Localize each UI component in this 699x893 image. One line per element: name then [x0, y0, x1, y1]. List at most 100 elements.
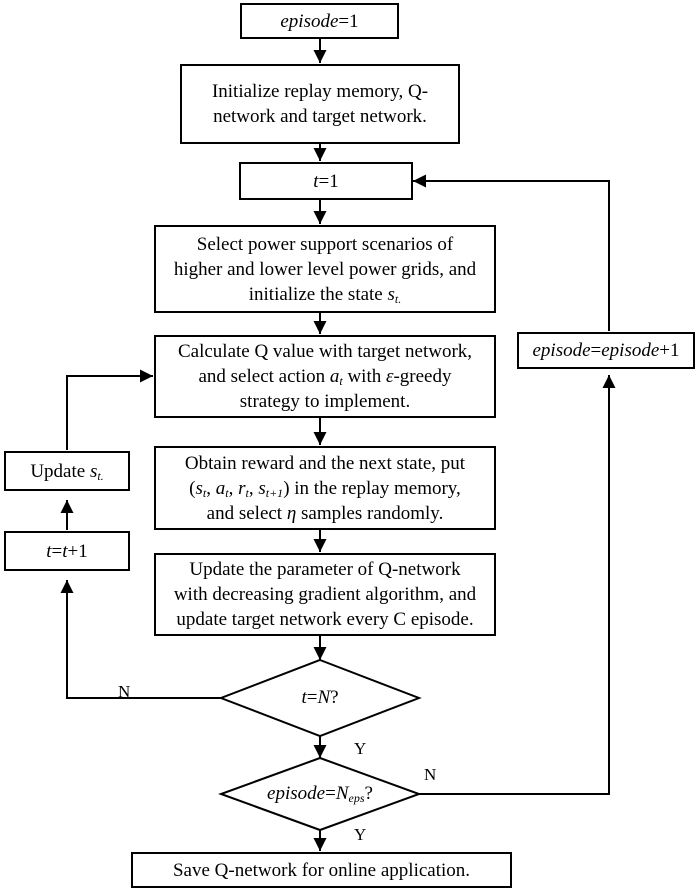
t-init-line: t=1: [313, 169, 339, 194]
episode-init-line: episode=1: [280, 9, 358, 34]
decision-episode-yes-label: Y: [354, 825, 367, 844]
decision-episode-label: episode=Neps?: [221, 777, 419, 811]
decision-episode-diamond: [218, 756, 422, 832]
select-scenarios-box: Select power support scenarios of higher …: [154, 225, 496, 313]
label-run: Calculate Q value with target network,: [177, 341, 473, 362]
label-run: s: [387, 283, 395, 305]
select-scenarios-line: initialize the state st.: [249, 282, 402, 307]
decision-t-label: t=N?: [221, 681, 419, 715]
label-run: s: [195, 477, 203, 499]
label-run: higher and lower level power grids, and: [173, 258, 477, 280]
label-run: t+1: [265, 485, 284, 500]
t-init-box: t=1: [239, 162, 413, 200]
label-run: with decreasing gradient algorithm, and: [173, 584, 477, 605]
label-run: t.: [97, 468, 104, 483]
label-run: +1: [659, 340, 680, 361]
obtain-reward-line: and select η samples randomly.: [207, 501, 444, 526]
update-param-line: with decreasing gradient algorithm, and: [174, 582, 476, 607]
initialize-box: Initialize replay memory, Q-network and …: [180, 64, 460, 144]
label-run: eps: [348, 791, 365, 805]
episode-init-box: episode=1: [240, 3, 399, 39]
label-run: ,: [248, 477, 259, 499]
label-run: episode: [532, 340, 591, 361]
label-run: -greedy: [393, 366, 452, 387]
decision-t-no-label: N: [118, 682, 131, 701]
edge-decision-t-no: [60, 580, 221, 699]
label-run: network and target network.: [213, 106, 427, 127]
label-run: a: [215, 477, 226, 499]
t-increment-box: t=t+1: [4, 531, 130, 571]
label-run: ) in the replay memory,: [283, 477, 461, 499]
save-q-network-box: Save Q-network for online application.: [131, 852, 512, 888]
obtain-reward-line: Obtain reward and the next state, put: [185, 451, 465, 476]
label-run: =: [51, 540, 63, 562]
label-run: =1: [318, 170, 339, 192]
label-run: ,: [206, 477, 216, 499]
label-run: and select action: [198, 366, 330, 387]
update-param-line: update target network every C episode.: [176, 607, 473, 632]
label-run: t: [62, 540, 68, 562]
update-param-line: Update the parameter of Q-network: [189, 557, 460, 582]
select-scenarios-line: Select power support scenarios of: [197, 232, 453, 257]
label-run: ε: [385, 366, 394, 387]
label-run: N: [335, 783, 349, 804]
label-run: ,: [228, 477, 239, 499]
calculate-q-line: strategy to implement.: [240, 389, 410, 414]
label-run: samples randomly.: [296, 502, 444, 524]
label-run: Initialize replay memory, Q-: [211, 81, 429, 102]
label-run: s: [258, 477, 266, 499]
decision-t-diamond: [218, 658, 422, 738]
update-s-line: Update st.: [30, 459, 103, 484]
label-run: t.: [394, 291, 402, 306]
label-run: N: [317, 687, 331, 708]
label-run: r: [238, 477, 246, 499]
label-run: a: [329, 366, 340, 387]
label-run: s: [89, 460, 98, 482]
edge-update-s-to-calculate: [66, 369, 153, 450]
label-run: η: [286, 502, 297, 524]
label-run: episode: [280, 10, 339, 32]
label-run: Save Q-network for online application.: [172, 859, 471, 881]
label-run: and select: [206, 502, 287, 524]
label-run: =: [590, 340, 602, 361]
label-run: initialize the state: [248, 283, 388, 305]
edge-decision-episode-no: [419, 375, 616, 795]
label-run: =: [325, 783, 336, 804]
decision-episode-line: episode=Neps?: [267, 783, 373, 805]
edge-episode-increment-to-t: [413, 174, 610, 331]
label-run: t: [313, 170, 319, 192]
label-run: =: [306, 687, 318, 708]
label-run: +1: [67, 540, 88, 562]
label-run: ?: [364, 783, 373, 804]
label-run: Obtain reward and the next state, put: [184, 452, 466, 474]
decision-t-yes-label: Y: [354, 739, 367, 758]
label-run: Update: [30, 460, 90, 482]
t-increment-line: t=t+1: [46, 539, 88, 564]
label-run: (: [189, 477, 196, 499]
episode-increment-box: episode=episode+1: [517, 332, 695, 369]
label-run: t: [245, 485, 249, 500]
decision-episode-no-label: N: [424, 765, 437, 784]
calculate-q-line: and select action at with ε-greedy: [198, 364, 451, 389]
label-run: strategy to implement.: [239, 391, 411, 412]
label-run: Select power support scenarios of: [196, 233, 454, 255]
label-run: t: [202, 485, 207, 500]
label-run: ?: [330, 687, 339, 708]
label-run: t: [46, 540, 52, 562]
calculate-q-line: Calculate Q value with target network,: [178, 339, 472, 364]
episode-increment-line: episode=episode+1: [532, 338, 679, 363]
initialize-line: network and target network.: [213, 104, 427, 129]
initialize-line: Initialize replay memory, Q-: [212, 79, 428, 104]
label-run: update target network every C episode.: [176, 609, 474, 630]
label-run: t: [339, 374, 343, 388]
update-s-box: Update st.: [4, 451, 130, 491]
select-scenarios-line: higher and lower level power grids, and: [174, 257, 476, 282]
label-run: =1: [338, 10, 359, 32]
calculate-q-box: Calculate Q value with target network,an…: [154, 335, 496, 418]
label-run: t: [225, 485, 229, 500]
save-line: Save Q-network for online application.: [173, 858, 470, 883]
label-run: t: [301, 687, 307, 708]
decision-t-line: t=N?: [301, 687, 338, 709]
